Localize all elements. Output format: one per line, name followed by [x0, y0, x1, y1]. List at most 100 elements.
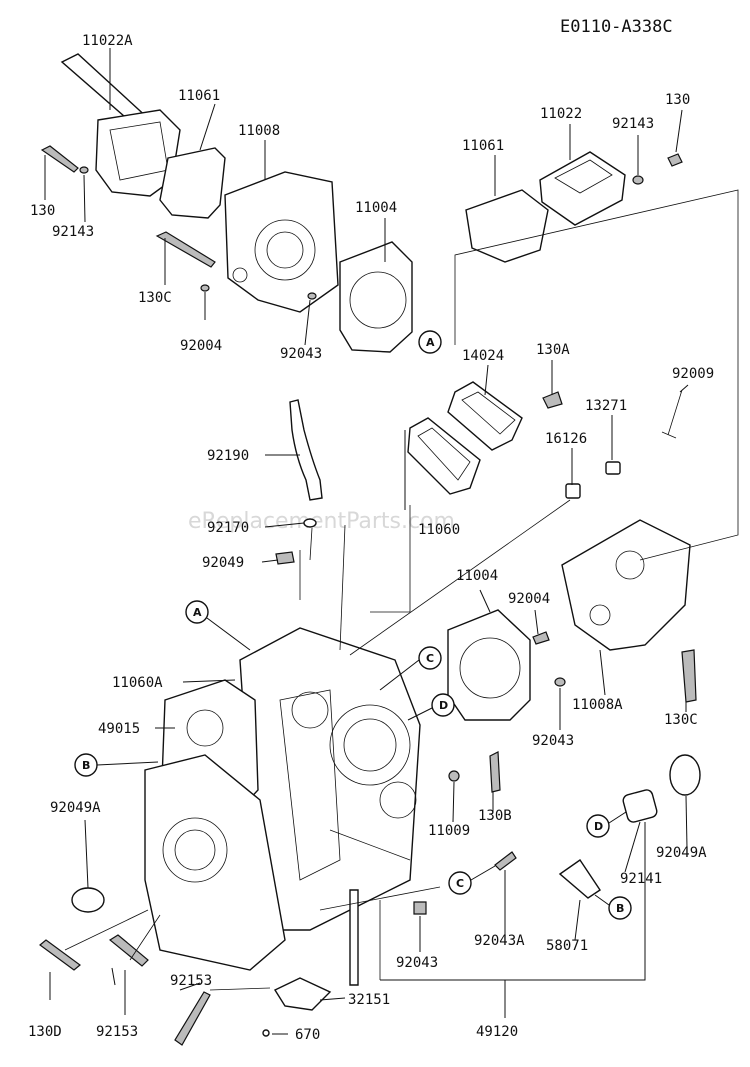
- bolt-130-right: [667, 153, 683, 167]
- label-670: 670: [295, 1027, 320, 1043]
- watermark: eReplacementParts.com: [188, 509, 455, 534]
- svg-text:A: A: [426, 336, 435, 349]
- label-130-left: 130: [30, 203, 55, 219]
- label-130C-right: 130C: [664, 712, 698, 728]
- part-labels: 11022A 11061 11008 130 92143 130C 92004 …: [28, 33, 714, 1043]
- label-92143-right: 92143: [612, 116, 654, 132]
- dowel-92043-top: [307, 292, 317, 300]
- label-11022: 11022: [540, 106, 582, 122]
- label-92153-a: 92153: [170, 973, 212, 989]
- svg-text:A: A: [193, 606, 202, 619]
- label-92043-low: 92043: [396, 955, 438, 971]
- part-11061-gasket-right: [465, 189, 549, 263]
- callout-B-left: B: [74, 753, 98, 777]
- label-58071: 58071: [546, 938, 588, 954]
- callout-D-right: D: [586, 814, 610, 838]
- label-11004-top: 11004: [355, 200, 397, 216]
- dowel-92143-left: [79, 166, 89, 174]
- svg-text:B: B: [616, 902, 624, 915]
- callout-D-mid: D: [431, 693, 455, 717]
- dowel-92004-mid: [532, 631, 550, 645]
- oil-seal-92049A-right: [669, 754, 701, 796]
- diagram-code: E0110-A338C: [560, 17, 673, 37]
- bolt-130D: [39, 939, 81, 971]
- part-670: [262, 1029, 270, 1037]
- label-11061-right: 11061: [462, 138, 504, 154]
- bolt-130B: [489, 751, 501, 793]
- label-92143-left: 92143: [52, 224, 94, 240]
- label-11008: 11008: [238, 123, 280, 139]
- label-49015: 49015: [98, 721, 140, 737]
- leader-lines: [44, 48, 739, 1035]
- part-11004-gasket-mid: [447, 609, 531, 721]
- part-crankcase-cover-B: [144, 754, 286, 971]
- dowel-92143-right: [632, 175, 644, 185]
- label-92009: 92009: [672, 366, 714, 382]
- label-11008A: 11008A: [572, 697, 623, 713]
- svg-text:D: D: [594, 820, 603, 833]
- part-11022A-drawing: [60, 53, 181, 197]
- svg-text:C: C: [456, 877, 464, 890]
- bolt-130C-right: [681, 649, 697, 703]
- label-92004-mid: 92004: [508, 591, 550, 607]
- stud-92043A: [494, 851, 517, 871]
- label-92153-b: 92153: [96, 1024, 138, 1040]
- callout-B-right: B: [608, 896, 632, 920]
- label-130B: 130B: [478, 808, 512, 824]
- label-92141: 92141: [620, 871, 662, 887]
- label-11060A: 11060A: [112, 675, 163, 691]
- callout-C-mid: C: [418, 646, 442, 670]
- hose-92190: [289, 399, 323, 501]
- clip-92170: [303, 518, 317, 528]
- bolt-130-left: [40, 145, 79, 173]
- callout-C-low: C: [448, 871, 472, 895]
- part-11008-cylinder-head-left: [224, 171, 339, 313]
- callout-A-top: A: [418, 330, 442, 354]
- dowel-92004-top: [200, 284, 210, 292]
- screw-92009: [661, 389, 683, 439]
- label-130-right: 130: [665, 92, 690, 108]
- label-32151: 32151: [348, 992, 390, 1008]
- switch-58071: [558, 859, 601, 899]
- part-11008A-cylinder-head-right: [561, 519, 691, 651]
- part-11060-plate: [407, 417, 481, 495]
- bolt-130A: [542, 391, 563, 409]
- part-11022-cover: [539, 151, 626, 226]
- label-49120: 49120: [476, 1024, 518, 1040]
- part-11061-gasket-left: [159, 147, 226, 219]
- part-16126: [565, 483, 581, 499]
- label-92043-top: 92043: [280, 346, 322, 362]
- label-14024: 14024: [462, 348, 504, 364]
- svg-text:C: C: [426, 652, 434, 665]
- label-11061-left: 11061: [178, 88, 220, 104]
- label-92190: 92190: [207, 448, 249, 464]
- part-92141: [622, 789, 658, 823]
- label-92049A-right: 92049A: [656, 845, 707, 861]
- part-13271: [605, 461, 621, 475]
- label-11004-mid: 11004: [456, 568, 498, 584]
- label-92043-mid: 92043: [532, 733, 574, 749]
- label-11009: 11009: [428, 823, 470, 839]
- label-130A: 130A: [536, 342, 570, 358]
- cap-92049: [275, 551, 295, 565]
- part-14024-gasket: [447, 381, 523, 451]
- bolt-92153-a: [108, 934, 149, 967]
- label-92049: 92049: [202, 555, 244, 571]
- label-11022A: 11022A: [82, 33, 133, 49]
- svg-text:B: B: [82, 759, 90, 772]
- label-130C-top: 130C: [138, 290, 172, 306]
- bolt-130C-top: [155, 231, 216, 268]
- pipe-32151: [273, 889, 359, 1011]
- dowel-92043-low: [413, 901, 427, 915]
- label-92049A-left: 92049A: [50, 800, 101, 816]
- bolt-92153-b: [174, 991, 211, 1046]
- dowel-11009: [448, 770, 460, 782]
- part-11004-gasket-top: [339, 241, 413, 353]
- dowel-92043-mid: [554, 677, 566, 687]
- label-92043A: 92043A: [474, 933, 525, 949]
- label-16126: 16126: [545, 431, 587, 447]
- callout-A-left: A: [185, 600, 209, 624]
- oil-seal-92049A-left: [71, 887, 105, 913]
- label-92170: 92170: [207, 520, 249, 536]
